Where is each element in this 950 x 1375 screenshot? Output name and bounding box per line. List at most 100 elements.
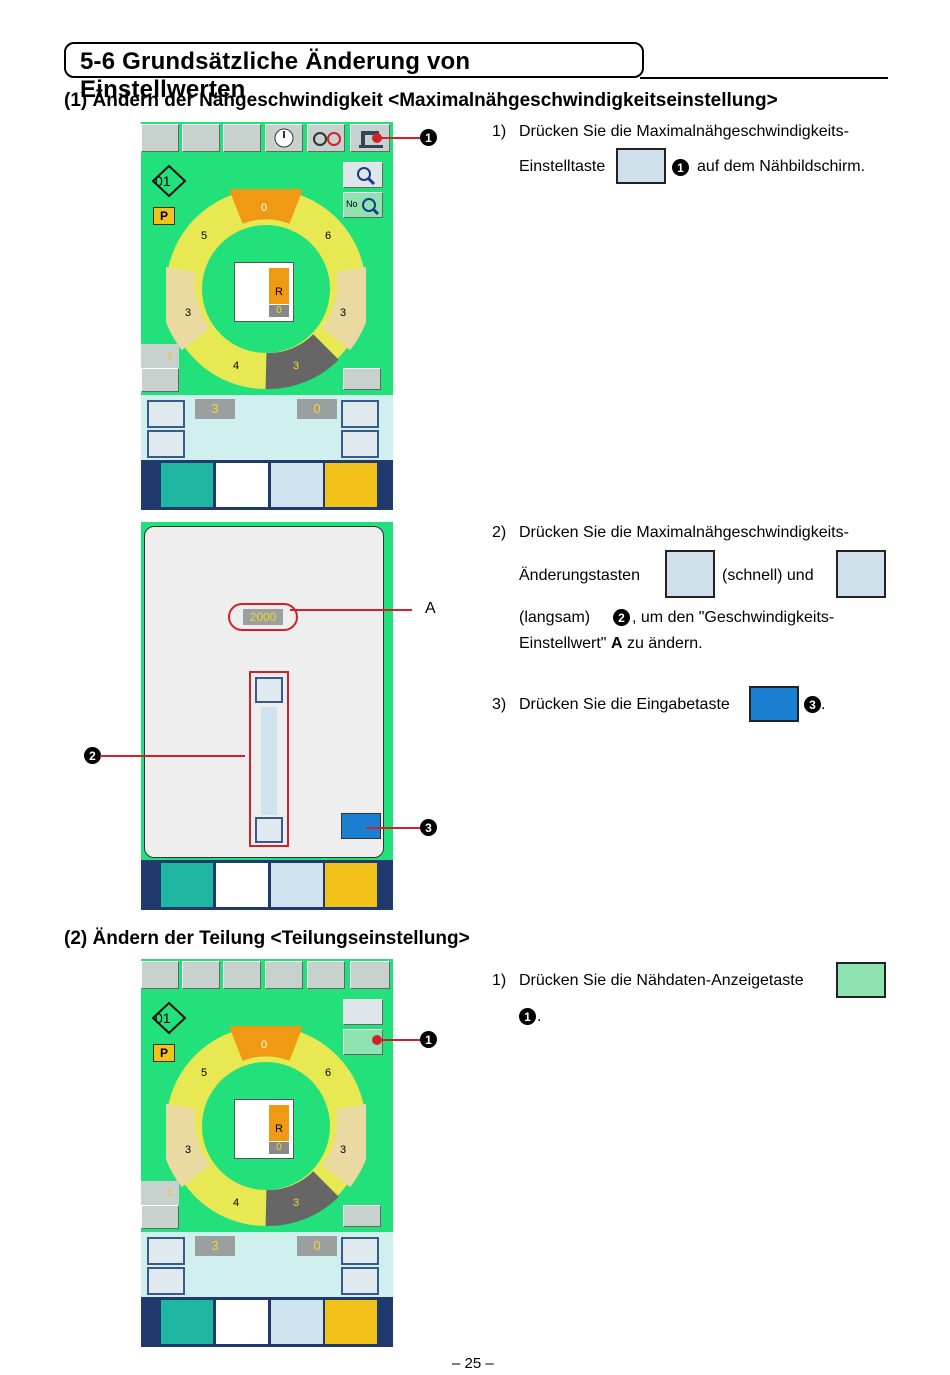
step-number: 2)	[492, 524, 507, 541]
right-up-key[interactable]	[341, 1237, 379, 1265]
speed-down-key[interactable]	[255, 817, 283, 843]
communication-key-2[interactable]	[271, 863, 323, 907]
ruler-key[interactable]	[343, 368, 381, 390]
left-down-key[interactable]	[147, 1267, 185, 1295]
sewing-data-display-key[interactable]: No	[343, 192, 383, 218]
ready-key[interactable]	[161, 463, 213, 507]
ring-value-upper-right: 6	[325, 230, 332, 242]
step-text: auf dem Nähbildschirm.	[697, 158, 866, 175]
section2-heading: (2) Ändern der Teilung <Teilungseinstell…	[64, 928, 470, 949]
blank-key-2[interactable]	[182, 124, 220, 152]
mode-key[interactable]	[325, 1300, 377, 1344]
blank-key-1[interactable]	[141, 124, 179, 152]
callout-2: 2	[84, 747, 101, 764]
sewing-data-key-inline	[836, 962, 886, 998]
info-key[interactable]	[216, 1300, 268, 1344]
speed-change-keys	[249, 671, 289, 847]
blank-key-2[interactable]	[182, 961, 220, 989]
step-text: .	[821, 696, 826, 713]
step-text: zu ändern.	[626, 635, 703, 652]
ruler-key[interactable]	[343, 1205, 381, 1227]
sewing-screen-1: 01 P No 0 6 3 3 4 3 5 R 0 1 3 0	[141, 122, 393, 510]
speed-up-key[interactable]	[255, 677, 283, 703]
ring-value-right: 3	[340, 307, 347, 319]
gauge-icon	[274, 128, 294, 148]
pattern-view-key[interactable]	[343, 999, 383, 1025]
blank-key-3[interactable]	[223, 961, 261, 989]
right-up-key[interactable]	[341, 400, 379, 428]
ring-value-bottom-left: 4	[233, 1197, 240, 1209]
callout-1b: 1	[420, 1031, 437, 1048]
left-up-key[interactable]	[147, 1237, 185, 1265]
thread-trim-key[interactable]	[307, 961, 345, 989]
ring-value-upper-left: 5	[201, 230, 208, 242]
pattern-number-icon: 01	[151, 164, 187, 198]
ring-value-upper-left: 5	[201, 1067, 208, 1079]
step-text: Drücken Sie die Nähdaten-Anzeigetaste	[519, 972, 804, 989]
card-r-label: R	[269, 268, 289, 304]
communication-key[interactable]	[271, 463, 323, 507]
right-value: 0	[297, 399, 337, 419]
max-speed-key[interactable]	[350, 961, 390, 989]
label-a: A	[425, 600, 436, 617]
card-zero-label: 0	[269, 1142, 289, 1154]
callout-3: 3	[420, 819, 437, 836]
speed-slider[interactable]	[261, 707, 277, 815]
step-text: Einstellwert"	[519, 635, 607, 652]
step-text: Drücken Sie die Maximalnähgeschwindigkei…	[519, 123, 849, 140]
tension-ring	[166, 1026, 366, 1226]
callout-line-a	[290, 609, 412, 611]
step-text: .	[537, 1008, 542, 1025]
ring-value-left: 3	[185, 1144, 192, 1156]
counter-reset-key[interactable]	[265, 124, 303, 152]
pattern-card[interactable]: R 0	[234, 1099, 294, 1159]
counter-reset-key[interactable]	[265, 961, 303, 989]
pattern-card[interactable]: R 0	[234, 262, 294, 322]
speed-down-key-inline	[836, 550, 886, 598]
ready-key-2[interactable]	[161, 863, 213, 907]
mode-key[interactable]	[325, 463, 377, 507]
callout-3-inline: 3	[804, 696, 821, 713]
thread-counter-key[interactable]	[141, 368, 179, 392]
right-down-key[interactable]	[341, 1267, 379, 1295]
speed-panel: 2000	[144, 526, 384, 858]
step-number: 1)	[492, 972, 507, 989]
thread-counter-key[interactable]	[141, 1205, 179, 1229]
left-value: 3	[195, 1236, 235, 1256]
lower-panel: 3 0	[141, 395, 393, 460]
left-value: 3	[195, 399, 235, 419]
enter-key[interactable]	[341, 813, 381, 839]
speed-value-highlight: 2000	[228, 603, 298, 631]
step-text: Änderungstasten	[519, 567, 640, 584]
enter-key-inline	[749, 686, 799, 722]
ring-value-bottom-left: 4	[233, 360, 240, 372]
mode-key-2[interactable]	[325, 863, 377, 907]
blank-key-3[interactable]	[223, 124, 261, 152]
step-number: 1)	[492, 123, 507, 140]
tension-ring	[166, 189, 366, 389]
left-down-key[interactable]	[147, 430, 185, 458]
ring-value-right: 3	[340, 1144, 347, 1156]
callout-1: 1	[420, 129, 437, 146]
info-key-2[interactable]	[216, 863, 268, 907]
step-text: , um den "Geschwindigkeits-	[632, 609, 835, 626]
callout-2-inline: 2	[613, 609, 630, 626]
no-magnifier-icon: No	[346, 198, 380, 216]
thread-trim-key[interactable]	[307, 124, 345, 152]
left-up-key[interactable]	[147, 400, 185, 428]
blank-key-1[interactable]	[141, 961, 179, 989]
sewing-data-display-key[interactable]	[343, 1029, 383, 1055]
right-value: 0	[297, 1236, 337, 1256]
counter-display: 1	[141, 344, 179, 368]
step-text: Drücken Sie die Maximalnähgeschwindigkei…	[519, 524, 849, 541]
right-down-key[interactable]	[341, 430, 379, 458]
max-speed-key-inline	[616, 148, 666, 184]
ring-value-bottom-right: 3	[293, 360, 300, 372]
communication-key[interactable]	[271, 1300, 323, 1344]
ready-key[interactable]	[161, 1300, 213, 1344]
info-key[interactable]	[216, 463, 268, 507]
callout-line-1b	[372, 1035, 425, 1045]
pattern-view-key[interactable]	[343, 162, 383, 188]
ring-value-bottom-right: 3	[293, 1197, 300, 1209]
speed-value: 2000	[243, 609, 283, 625]
